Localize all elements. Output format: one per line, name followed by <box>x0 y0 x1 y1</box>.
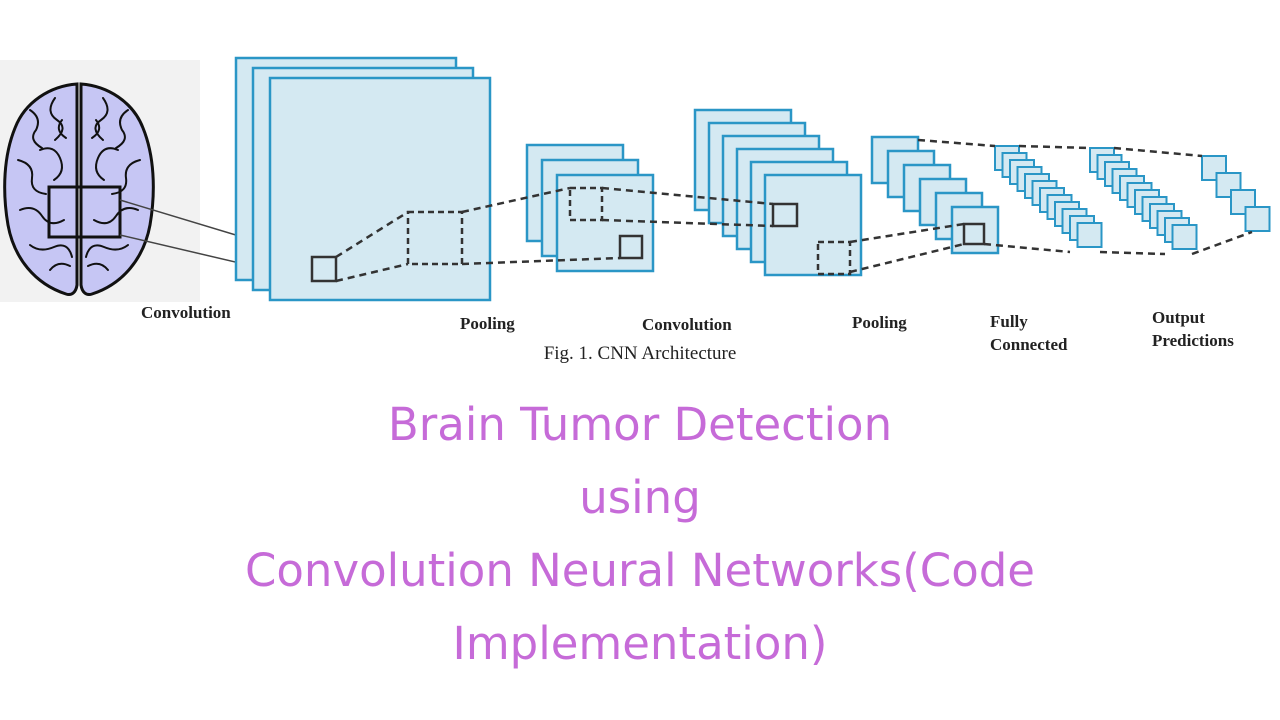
dashed-connection <box>917 138 996 148</box>
stage-label-convolution-2: Convolution <box>642 313 732 336</box>
stage-label-line: Output <box>1152 308 1205 327</box>
dashed-connection <box>601 218 774 228</box>
output-stack <box>1201 155 1271 232</box>
dashed-connection <box>461 256 621 266</box>
stage-label-line: Pooling <box>852 313 907 332</box>
feature-map <box>1244 206 1271 232</box>
stage-label-line: Pooling <box>460 314 515 333</box>
feature-map <box>763 173 863 277</box>
dashed-connection <box>335 210 409 259</box>
dashed-connection <box>461 186 571 214</box>
kernel-box <box>406 210 464 266</box>
dashed-connection <box>983 242 1071 254</box>
dashed-connection <box>1191 230 1253 256</box>
dashed-connection <box>1099 250 1166 256</box>
kernel-box <box>816 240 852 276</box>
cnn-diagram <box>0 56 1271 302</box>
title-line-3: Convolution Neural Networks(Code <box>244 544 1035 597</box>
kernel-box <box>568 186 604 222</box>
cnn-architecture-figure: Convolution Pooling Convolution Pooling … <box>0 56 1271 364</box>
stage-label-line: Predictions <box>1152 331 1234 350</box>
dashed-connection <box>601 186 774 206</box>
page-title: Brain Tumor Detection using Convolution … <box>100 388 1180 680</box>
stage-label-fully-connected: Fully Connected <box>990 310 1067 356</box>
stage-label-line: Convolution <box>642 315 732 334</box>
title-line-2: using <box>579 471 701 524</box>
kernel-box <box>618 234 644 260</box>
stage-label-convolution-1: Convolution <box>141 301 231 324</box>
title-line-4: Implementation) <box>452 617 828 670</box>
conv-1-stack <box>234 56 492 302</box>
brain-input-image <box>0 60 200 302</box>
feature-map <box>268 76 492 302</box>
dashed-connection <box>1018 144 1091 150</box>
kernel-box <box>962 222 986 246</box>
stage-label-line: Convolution <box>141 303 231 322</box>
fc-2-stack <box>1089 147 1198 250</box>
pool-1-stack <box>525 143 655 273</box>
dashed-connections <box>335 138 1253 283</box>
figure-caption: Fig. 1. CNN Architecture <box>543 343 737 364</box>
stage-label-line: Fully <box>990 312 1028 331</box>
stage-label-line: Connected <box>990 335 1068 354</box>
kernel-box <box>771 202 799 228</box>
dashed-connection <box>335 262 409 283</box>
pool-2-stack <box>870 135 1000 255</box>
conv-2-stack <box>693 108 863 277</box>
receptive-field-box <box>47 185 122 239</box>
kernel-box <box>310 255 338 283</box>
feature-map <box>1076 222 1103 248</box>
stage-label-pooling-1: Pooling <box>460 312 515 335</box>
title-line-1: Brain Tumor Detection <box>387 398 893 451</box>
stage-label-pooling-2: Pooling <box>852 311 907 334</box>
feature-map-layers <box>234 56 1271 302</box>
feature-map <box>1171 224 1198 250</box>
fc-1-stack <box>994 145 1103 248</box>
dashed-connection <box>849 242 965 274</box>
stage-label-output-predictions: Output Predictions <box>1152 306 1234 352</box>
brain-folds <box>17 97 141 271</box>
dashed-connection <box>1113 146 1203 158</box>
dashed-connection <box>849 222 965 244</box>
feature-map <box>555 173 655 273</box>
